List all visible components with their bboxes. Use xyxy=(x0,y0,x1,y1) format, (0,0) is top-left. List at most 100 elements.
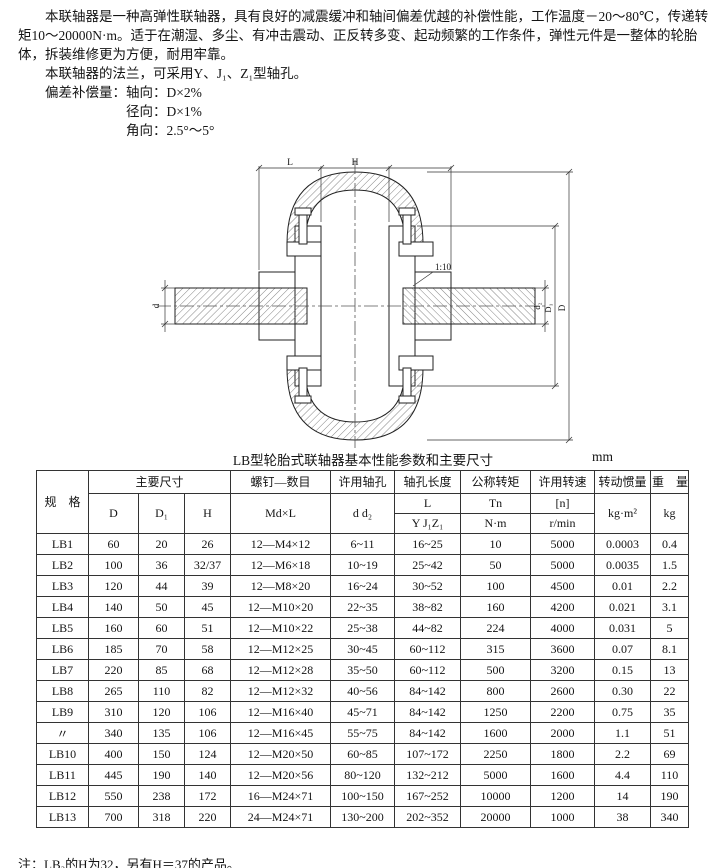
header-torque-symbol: Tn xyxy=(460,493,532,514)
footnote: 注：LB₂的H为32，另有H＝37的产品。 xyxy=(18,857,240,868)
table-cell: 0.15 xyxy=(594,659,652,681)
table-cell: 85 xyxy=(138,659,185,681)
table-cell: 700 xyxy=(88,806,139,828)
table-cell: 10~19 xyxy=(330,554,396,576)
table-cell: LB13 xyxy=(36,806,89,828)
table-cell: 106 xyxy=(183,701,232,723)
table-cell: 16~24 xyxy=(330,575,396,597)
table-cell: 36 xyxy=(138,554,185,576)
table-cell: 12—M16×40 xyxy=(230,701,332,723)
table-title: LB型轮胎式联轴器基本性能参数和主要尺寸 xyxy=(232,453,494,468)
header-inertia-unit: kg·m² xyxy=(594,493,652,534)
table-cell: 110 xyxy=(650,764,690,786)
dim-D1-label: D₁ xyxy=(543,303,553,312)
table-cell: 24—M24×71 xyxy=(230,806,332,828)
table-cell: 238 xyxy=(138,785,185,807)
table-cell: LB9 xyxy=(36,701,89,723)
table-cell: 140 xyxy=(88,596,139,618)
table-cell: 185 xyxy=(88,638,139,660)
parameters-table: 规 格 主要尺寸 螺钉—数目 许用轴孔 轴孔长度 公称转矩 许用转速 转动惯量 … xyxy=(36,470,690,828)
table-cell: 120 xyxy=(88,575,139,597)
table-cell: 25~42 xyxy=(394,554,462,576)
table-cell: 44~82 xyxy=(394,617,462,639)
dimension-top xyxy=(255,164,455,270)
table-cell: 35~50 xyxy=(330,659,396,681)
compensation-axial-line: 偏差补偿量：轴向：D×2% xyxy=(45,83,712,102)
dim-D-label: D xyxy=(557,304,567,311)
intro-paragraph-2: 本联轴器的法兰，可采用Y、J₁、Z₁型轴孔。 xyxy=(45,66,308,81)
table-cell: 160 xyxy=(460,596,532,618)
dim-L-label: L xyxy=(287,158,293,168)
compensation-angular: 角向：2.5°～5° xyxy=(126,123,215,138)
table-cell: LB8 xyxy=(36,680,89,702)
table-cell: 0.0035 xyxy=(594,554,652,576)
table-cell: 50 xyxy=(460,554,532,576)
table-cell: 1800 xyxy=(530,743,596,765)
table-cell: 2600 xyxy=(530,680,596,702)
header-speed-symbol: [n] xyxy=(530,493,596,514)
table-cell: 100 xyxy=(460,575,532,597)
table-cell: 16—M24×71 xyxy=(230,785,332,807)
table-cell: 44 xyxy=(138,575,185,597)
table-cell: 1600 xyxy=(530,764,596,786)
header-weight: 重 量 xyxy=(650,470,690,494)
table-cell: 3.1 xyxy=(650,596,690,618)
table-cell: 20000 xyxy=(460,806,532,828)
table-caption-row: LB型轮胎式联轴器基本性能参数和主要尺寸 mm xyxy=(0,449,726,468)
table-cell: 12—M20×50 xyxy=(230,743,332,765)
table-cell: 20 xyxy=(138,533,185,555)
table-cell: 202~352 xyxy=(394,806,462,828)
table-cell: 130~200 xyxy=(330,806,396,828)
table-cell: 60~85 xyxy=(330,743,396,765)
table-cell: 0.07 xyxy=(594,638,652,660)
table-cell: 4200 xyxy=(530,596,596,618)
table-cell: 4500 xyxy=(530,575,596,597)
table-cell: 5000 xyxy=(530,533,596,555)
header-length-sub: Y J₁Z₁ xyxy=(394,513,462,534)
table-cell: 6~11 xyxy=(330,533,396,555)
table-cell: 12—M8×20 xyxy=(230,575,332,597)
table-cell: 22~35 xyxy=(330,596,396,618)
table-cell: 84~142 xyxy=(394,722,462,744)
table-cell: 800 xyxy=(460,680,532,702)
table-cell: 13 xyxy=(650,659,690,681)
header-bolts-sub: Md×L xyxy=(230,493,332,534)
table-cell: LB7 xyxy=(36,659,89,681)
left-shaft xyxy=(174,287,308,325)
table-cell: 69 xyxy=(650,743,690,765)
header-inertia: 转动惯量 xyxy=(594,470,652,494)
table-cell: 8.1 xyxy=(650,638,690,660)
compensation-label: 偏差补偿量： xyxy=(45,85,126,100)
table-cell: 1600 xyxy=(460,722,532,744)
dimension-d xyxy=(161,280,175,332)
table-cell: LB5 xyxy=(36,617,89,639)
table-cell: 14 xyxy=(594,785,652,807)
table-cell: 16~25 xyxy=(394,533,462,555)
table-cell: 38 xyxy=(594,806,652,828)
table-cell: 4.4 xyxy=(594,764,652,786)
table-cell: 2200 xyxy=(530,701,596,723)
table-cell: 100~150 xyxy=(330,785,396,807)
table-cell: 0.021 xyxy=(594,596,652,618)
header-bore: 许用轴孔 xyxy=(330,470,396,494)
table-cell: 315 xyxy=(460,638,532,660)
table-header-row-2: D D₁ H Md×L d d₂ L Tn [n] kg·m² kg xyxy=(37,493,690,534)
table-cell: 140 xyxy=(183,764,232,786)
taper-label: 1:10 xyxy=(435,262,452,272)
table-cell: 120 xyxy=(138,701,185,723)
table-cell: 110 xyxy=(138,680,185,702)
table-cell: LB2 xyxy=(36,554,89,576)
table-cell: 0.01 xyxy=(594,575,652,597)
table-cell: 30~52 xyxy=(394,575,462,597)
table-cell: 5 xyxy=(650,617,690,639)
